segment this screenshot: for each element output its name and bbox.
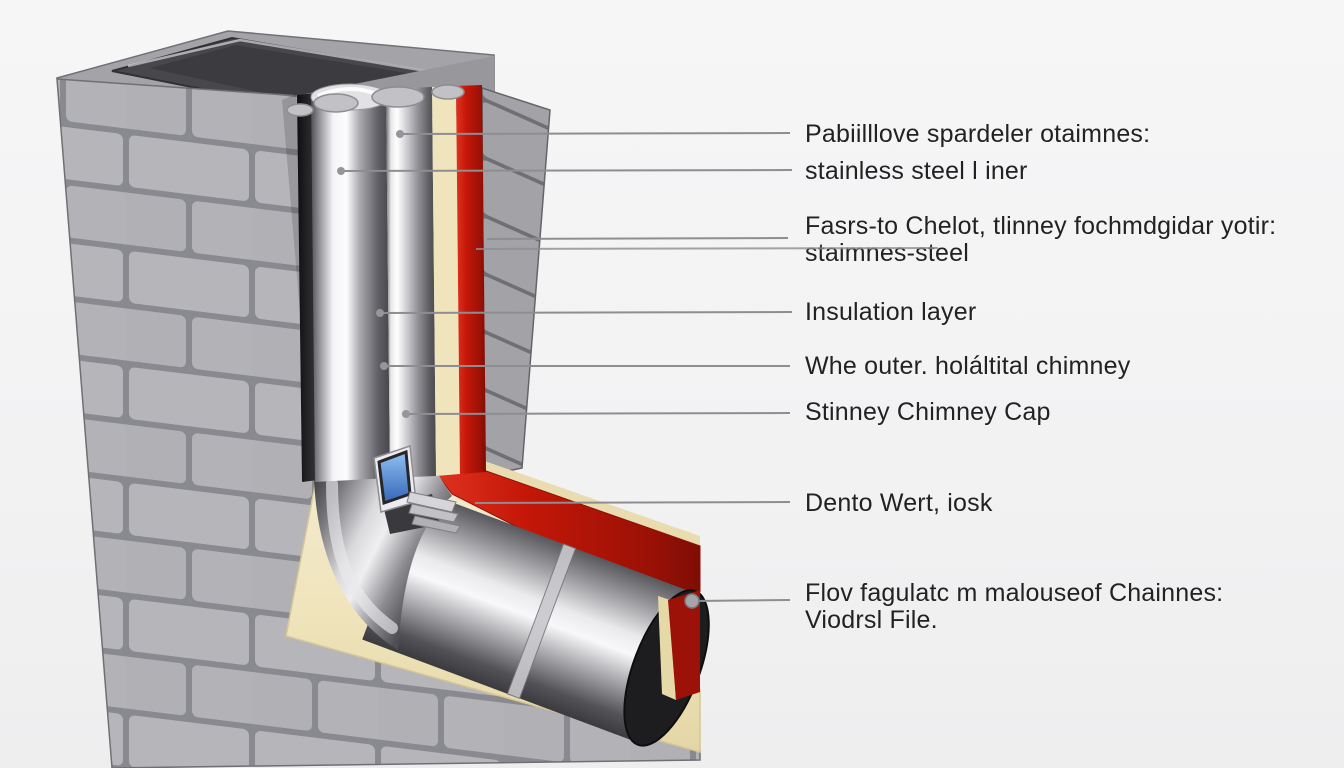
label-outer-chimney: Whe outer. holáltital chimney: [805, 353, 1130, 380]
label-vent: Dento Wert, iosk: [805, 490, 993, 517]
device-keyboard: [406, 491, 461, 534]
label-text: Dento Wert, iosk: [805, 489, 993, 517]
label-chimney-cap: Stinney Chimney Cap: [805, 399, 1051, 426]
label-fasteners: Fasrs-to Chelot, tlinney fochmdgidar yot…: [805, 213, 1276, 267]
label-flow-regulator: Flov fagulatc m malouseof Chainnes: Viod…: [805, 580, 1223, 634]
label-insulation-layer: Insulation layer: [805, 299, 976, 326]
label-text: stainless steel l iner: [805, 157, 1028, 185]
label-text: Insulation layer: [805, 298, 977, 326]
draft-regulator-device: [373, 444, 461, 534]
label-text: staimnes-steel: [805, 239, 969, 267]
insulation-red-column: [668, 590, 700, 700]
label-stainless-steel-liner: stainless steel l iner: [805, 158, 1028, 185]
outer-liner-wall: [386, 87, 436, 478]
label-text: Stinney Chimney Cap: [805, 398, 1051, 426]
flue-elbow-highlight: [326, 478, 398, 634]
insulation-cream-layer: [432, 86, 460, 476]
label-liner-title: Pabiilllove spardeler otaimnes:: [805, 121, 1150, 148]
insulation-red-layer: [456, 85, 486, 474]
stainless-steel-liner-pipe: [311, 89, 390, 482]
insulation-cream-edge: [658, 596, 676, 700]
label-text: Whe outer. holáltital chimney: [805, 352, 1131, 380]
label-text: Pabiilllove spardeler otaimnes:: [805, 120, 1151, 148]
sealant-blobs: [286, 84, 465, 117]
label-text: Flov fagulatc m malouseof Chainnes:: [805, 579, 1224, 607]
label-text: Viodrsl File.: [805, 606, 938, 634]
label-text: Fasrs-to Chelot, tlinney fochmdgidar yot…: [805, 212, 1277, 240]
flue-cutaway-stack: [297, 83, 486, 482]
